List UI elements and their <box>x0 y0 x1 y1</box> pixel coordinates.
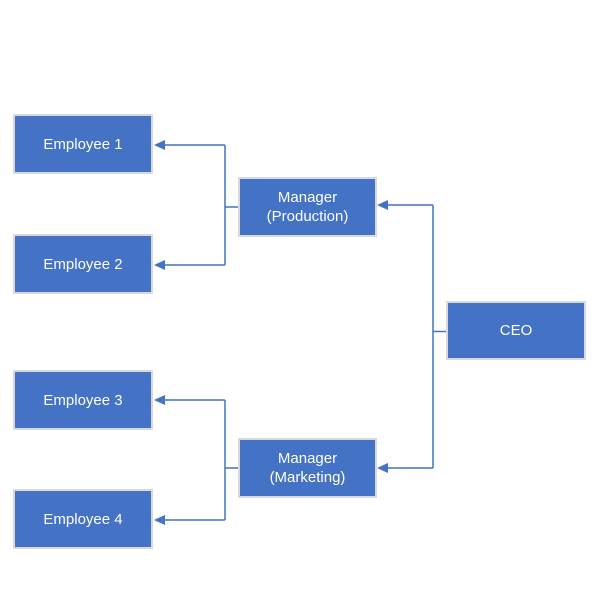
org-node-label-line2: (Marketing) <box>269 469 346 486</box>
org-node-employee2[interactable]: Employee 2 <box>13 234 153 294</box>
org-node-employee4[interactable]: Employee 4 <box>13 489 153 549</box>
arrowhead-employee3 <box>154 395 165 405</box>
arrowhead-manager-marketing <box>377 463 388 473</box>
org-node-label: Employee 3 <box>43 391 123 409</box>
org-node-manager-production[interactable]: Manager (Production) <box>238 177 377 237</box>
org-node-label: Employee 2 <box>43 255 123 273</box>
org-node-employee1[interactable]: Employee 1 <box>13 114 153 174</box>
org-node-ceo[interactable]: CEO <box>446 301 586 360</box>
org-node-label: Employee 4 <box>43 510 123 528</box>
org-node-label-line1: Manager <box>277 189 338 206</box>
arrowhead-employee2 <box>154 260 165 270</box>
arrowhead-manager-production <box>377 200 388 210</box>
org-node-label: CEO <box>499 322 533 339</box>
org-node-label-line1: Manager <box>277 450 338 467</box>
org-node-label-line2: (Production) <box>266 208 349 225</box>
org-node-employee3[interactable]: Employee 3 <box>13 370 153 430</box>
org-node-manager-marketing[interactable]: Manager (Marketing) <box>238 438 377 498</box>
org-node-label: Employee 1 <box>43 135 123 153</box>
arrowhead-employee1 <box>154 140 165 150</box>
arrowhead-employee4 <box>154 515 165 525</box>
